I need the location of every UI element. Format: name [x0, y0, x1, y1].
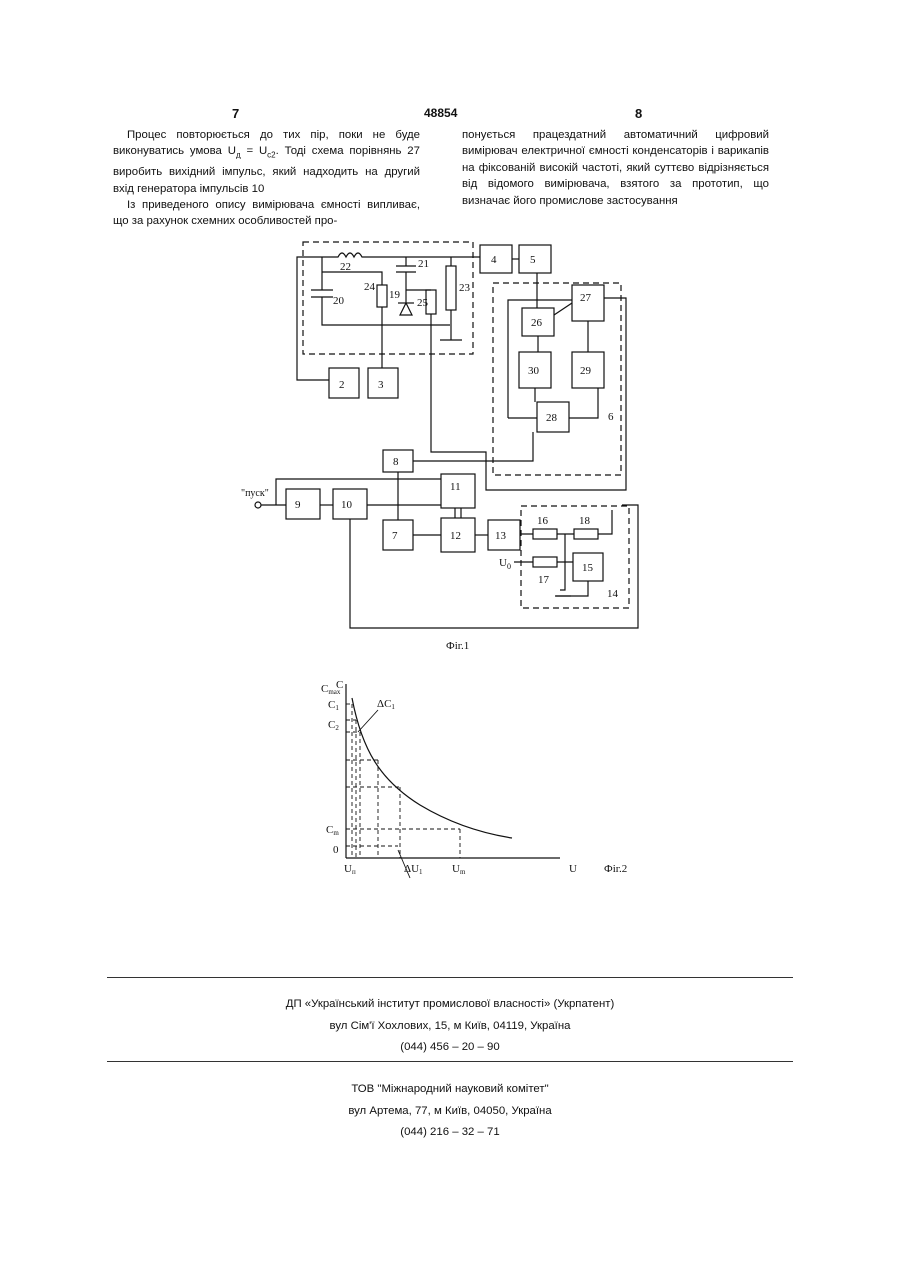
label-24: 24 — [364, 281, 376, 293]
label-2: 2 — [339, 379, 345, 391]
label-27: 27 — [580, 292, 592, 304]
x-tick-un: Uп — [344, 863, 356, 876]
footer-printer-address: вул Артема, 77, м Київ, 04050, Україна — [0, 1105, 900, 1117]
label-4: 4 — [491, 254, 497, 266]
footer-divider-top — [107, 977, 793, 978]
label-6: 6 — [608, 411, 614, 423]
label-u0: U0 — [499, 557, 511, 571]
label-19: 19 — [389, 289, 401, 301]
resonant-circuit-frame — [303, 242, 473, 354]
x-axis-label: U — [569, 863, 577, 875]
label-15: 15 — [582, 562, 594, 574]
label-16: 16 — [537, 515, 549, 527]
footer-printer-name: ТОВ "Міжнародний науковий комітет" — [0, 1083, 900, 1095]
footer-publisher-name: ДП «Український інститут промислової вла… — [0, 998, 900, 1010]
figure-2-cv-curve: C Cmax C1 C2 Cm 0 ΔC1 Uп ΔU1 Um U Фіг.2 — [0, 660, 900, 900]
cv-curve — [352, 698, 512, 838]
label-18: 18 — [579, 515, 591, 527]
block-6-frame — [493, 283, 621, 475]
label-20: 20 — [333, 295, 345, 307]
label-29: 29 — [580, 365, 592, 377]
delta-u-label: ΔU1 — [404, 863, 423, 876]
x-tick-um: Um — [452, 863, 466, 876]
label-start: "пуск" — [241, 488, 269, 499]
label-7: 7 — [392, 530, 398, 542]
label-17: 17 — [538, 574, 550, 586]
label-30: 30 — [528, 365, 540, 377]
y-tick-c2: C2 — [328, 719, 339, 732]
label-3: 3 — [378, 379, 384, 391]
figure-1-caption: Фіг.1 — [446, 640, 469, 652]
footer-printer-phone: (044) 216 – 32 – 71 — [0, 1126, 900, 1138]
figure-1-circuit-diagram: 22 21 20 24 19 25 23 4 5 26 27 30 29 28 … — [0, 0, 900, 660]
label-12: 12 — [450, 530, 461, 542]
label-14: 14 — [607, 588, 619, 600]
delta-c-label: ΔC1 — [377, 698, 395, 711]
label-8: 8 — [393, 456, 399, 468]
label-21: 21 — [418, 258, 429, 270]
block-9 — [286, 489, 320, 519]
label-9: 9 — [295, 499, 301, 511]
footer-publisher-phone: (044) 456 – 20 – 90 — [0, 1041, 900, 1053]
label-13: 13 — [495, 530, 507, 542]
label-26: 26 — [531, 317, 543, 329]
footer-divider-bottom — [107, 1061, 793, 1062]
label-23: 23 — [459, 282, 471, 294]
label-11: 11 — [450, 481, 461, 493]
label-5: 5 — [530, 254, 536, 266]
y-tick-c1: C1 — [328, 699, 339, 712]
figure-2-caption: Фіг.2 — [604, 863, 627, 875]
label-10: 10 — [341, 499, 353, 511]
label-22: 22 — [340, 261, 351, 273]
resistor-17 — [533, 557, 557, 567]
label-25: 25 — [417, 297, 429, 309]
y-tick-zero: 0 — [333, 844, 339, 856]
label-28: 28 — [546, 412, 558, 424]
resistor-18 — [574, 529, 598, 539]
y-tick-cm: Cm — [326, 824, 339, 837]
footer-publisher-address: вул Сім'ї Хохлових, 15, м Київ, 04119, У… — [0, 1020, 900, 1032]
resistor-16 — [533, 529, 557, 539]
inductor-22 — [322, 253, 480, 257]
block-7 — [383, 520, 413, 550]
